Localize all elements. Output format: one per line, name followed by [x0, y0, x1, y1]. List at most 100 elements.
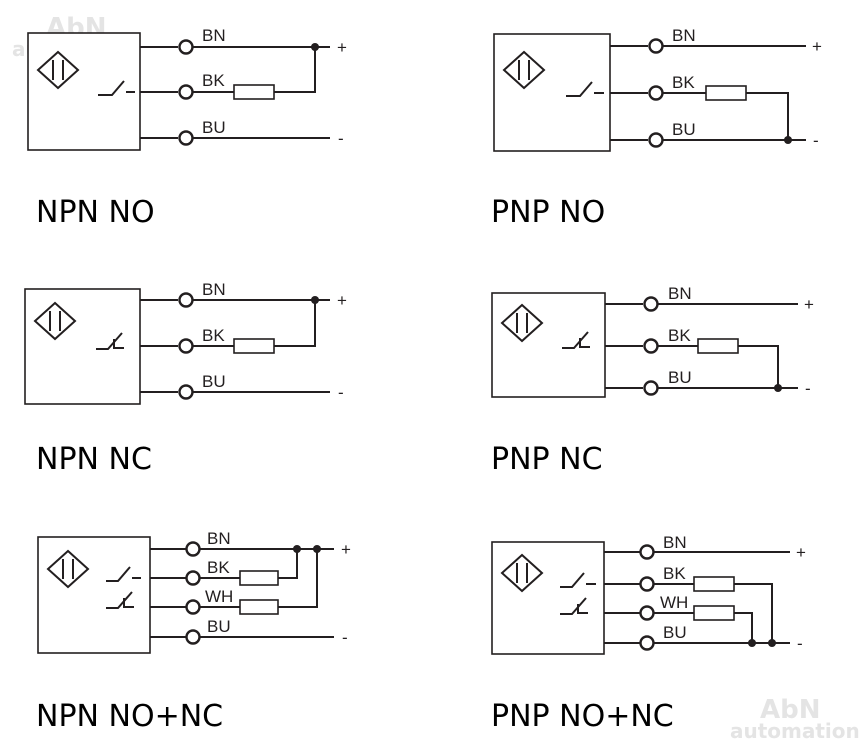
terminal-bu — [648, 132, 664, 148]
terminal-bn — [639, 544, 655, 560]
junction-dot — [768, 639, 776, 647]
wire-label-bu: BU — [672, 120, 696, 139]
junction-dot — [311, 296, 319, 304]
wire-label-bu: BU — [207, 617, 231, 636]
junction-dot — [311, 43, 319, 51]
wire-label-bn: BN — [672, 26, 696, 45]
sensor-body — [24, 288, 141, 405]
load-resistor-wh — [239, 599, 279, 615]
load-resistor — [233, 338, 275, 354]
wire-label-bn: BN — [663, 533, 687, 552]
no-switch-icon — [106, 566, 141, 582]
panel-title: NPN NO — [36, 195, 155, 230]
negative-sign: - — [338, 383, 344, 402]
wire-label-bn: BN — [202, 280, 226, 299]
nc-switch-icon — [560, 597, 588, 615]
panel-pnp-nc: BN BK BU + - PNP NC — [491, 284, 814, 477]
load-resistor-wh — [693, 605, 735, 621]
panel-npn-nc: BN BK BU + - NPN NC — [24, 280, 347, 477]
wire-label-bu: BU — [202, 118, 226, 137]
wire-label-bk: BK — [202, 326, 225, 345]
terminal-wh — [639, 605, 655, 621]
sensor-symbol-icon — [36, 50, 80, 90]
junction-dot — [774, 384, 782, 392]
panel-pnp-no-nc: BN BK WH BU + - PNP NO+NC — [491, 533, 806, 734]
sensor-symbol-icon — [46, 549, 90, 589]
wire-label-bk: BK — [668, 326, 691, 345]
panel-title: NPN NO+NC — [36, 699, 223, 734]
wire-label-bn: BN — [202, 26, 226, 45]
terminal-bk — [178, 338, 194, 354]
sensor-symbol-icon — [502, 50, 546, 90]
wire-label-bk: BK — [207, 558, 230, 577]
negative-sign: - — [813, 131, 819, 150]
panel-title: PNP NC — [491, 442, 603, 477]
nc-switch-icon — [106, 591, 134, 609]
terminal-bn — [178, 292, 194, 308]
terminal-bn — [643, 296, 659, 312]
wire-label-bk: BK — [663, 564, 686, 583]
negative-sign: - — [342, 628, 348, 647]
positive-sign: + — [812, 37, 822, 56]
terminal-bn — [178, 39, 194, 55]
nc-switch-icon — [562, 331, 590, 349]
terminal-bu — [178, 384, 194, 400]
load-resistor — [705, 85, 747, 101]
wire-label-wh: WH — [205, 587, 233, 606]
wire-label-bu: BU — [202, 372, 226, 391]
terminal-bn — [648, 38, 664, 54]
terminal-bk — [648, 85, 664, 101]
sensor-body — [37, 536, 151, 654]
sensor-body — [491, 541, 605, 655]
sensor-symbol-icon — [33, 301, 77, 341]
panel-title: NPN NC — [36, 442, 152, 477]
panel-npn-no: BN BK BU + - NPN NO — [27, 26, 347, 230]
load-resistor — [697, 338, 739, 354]
wire-label-bu: BU — [663, 623, 687, 642]
positive-sign: + — [337, 291, 347, 310]
wire-label-wh: WH — [660, 593, 688, 612]
positive-sign: + — [796, 543, 806, 562]
load-resistor-bk — [693, 576, 735, 592]
no-switch-icon — [98, 80, 135, 96]
terminal-bk — [639, 576, 655, 592]
watermark-brand-2: AbN — [760, 695, 821, 725]
no-switch-icon — [566, 81, 604, 97]
positive-sign: + — [341, 540, 351, 559]
wire-label-bn: BN — [207, 529, 231, 548]
sensor-body — [27, 32, 141, 151]
terminal-bk — [185, 570, 201, 586]
sensor-body — [493, 33, 611, 152]
terminal-bk — [643, 338, 659, 354]
no-switch-icon — [560, 572, 596, 588]
terminal-bn — [185, 541, 201, 557]
sensor-symbol-icon — [500, 553, 544, 593]
terminal-bu — [639, 635, 655, 651]
junction-dot — [313, 545, 321, 553]
load-resistor-bk — [239, 570, 279, 586]
wire-label-bk: BK — [202, 71, 225, 90]
terminal-bu — [178, 130, 194, 146]
terminal-wh — [185, 599, 201, 615]
negative-sign: - — [338, 129, 344, 148]
junction-dot — [293, 545, 301, 553]
junction-dot — [784, 136, 792, 144]
watermark-sub-2: automation — [730, 719, 860, 743]
terminal-bu — [185, 629, 201, 645]
panel-npn-no-nc: BN BK WH BU + - NPN NO+NC — [36, 529, 351, 734]
junction-dot — [748, 639, 756, 647]
positive-sign: + — [804, 295, 814, 314]
panel-title: PNP NO — [491, 195, 605, 230]
negative-sign: - — [805, 379, 811, 398]
panel-pnp-no: BN BK BU + - PNP NO — [491, 26, 822, 230]
sensor-symbol-icon — [500, 303, 544, 343]
terminal-bk — [178, 84, 194, 100]
sensor-body — [491, 292, 606, 398]
positive-sign: + — [337, 38, 347, 57]
wire-label-bu: BU — [668, 368, 692, 387]
panel-title: PNP NO+NC — [491, 699, 674, 734]
load-resistor — [233, 84, 275, 100]
wire-label-bn: BN — [668, 284, 692, 303]
terminal-bu — [643, 380, 659, 396]
